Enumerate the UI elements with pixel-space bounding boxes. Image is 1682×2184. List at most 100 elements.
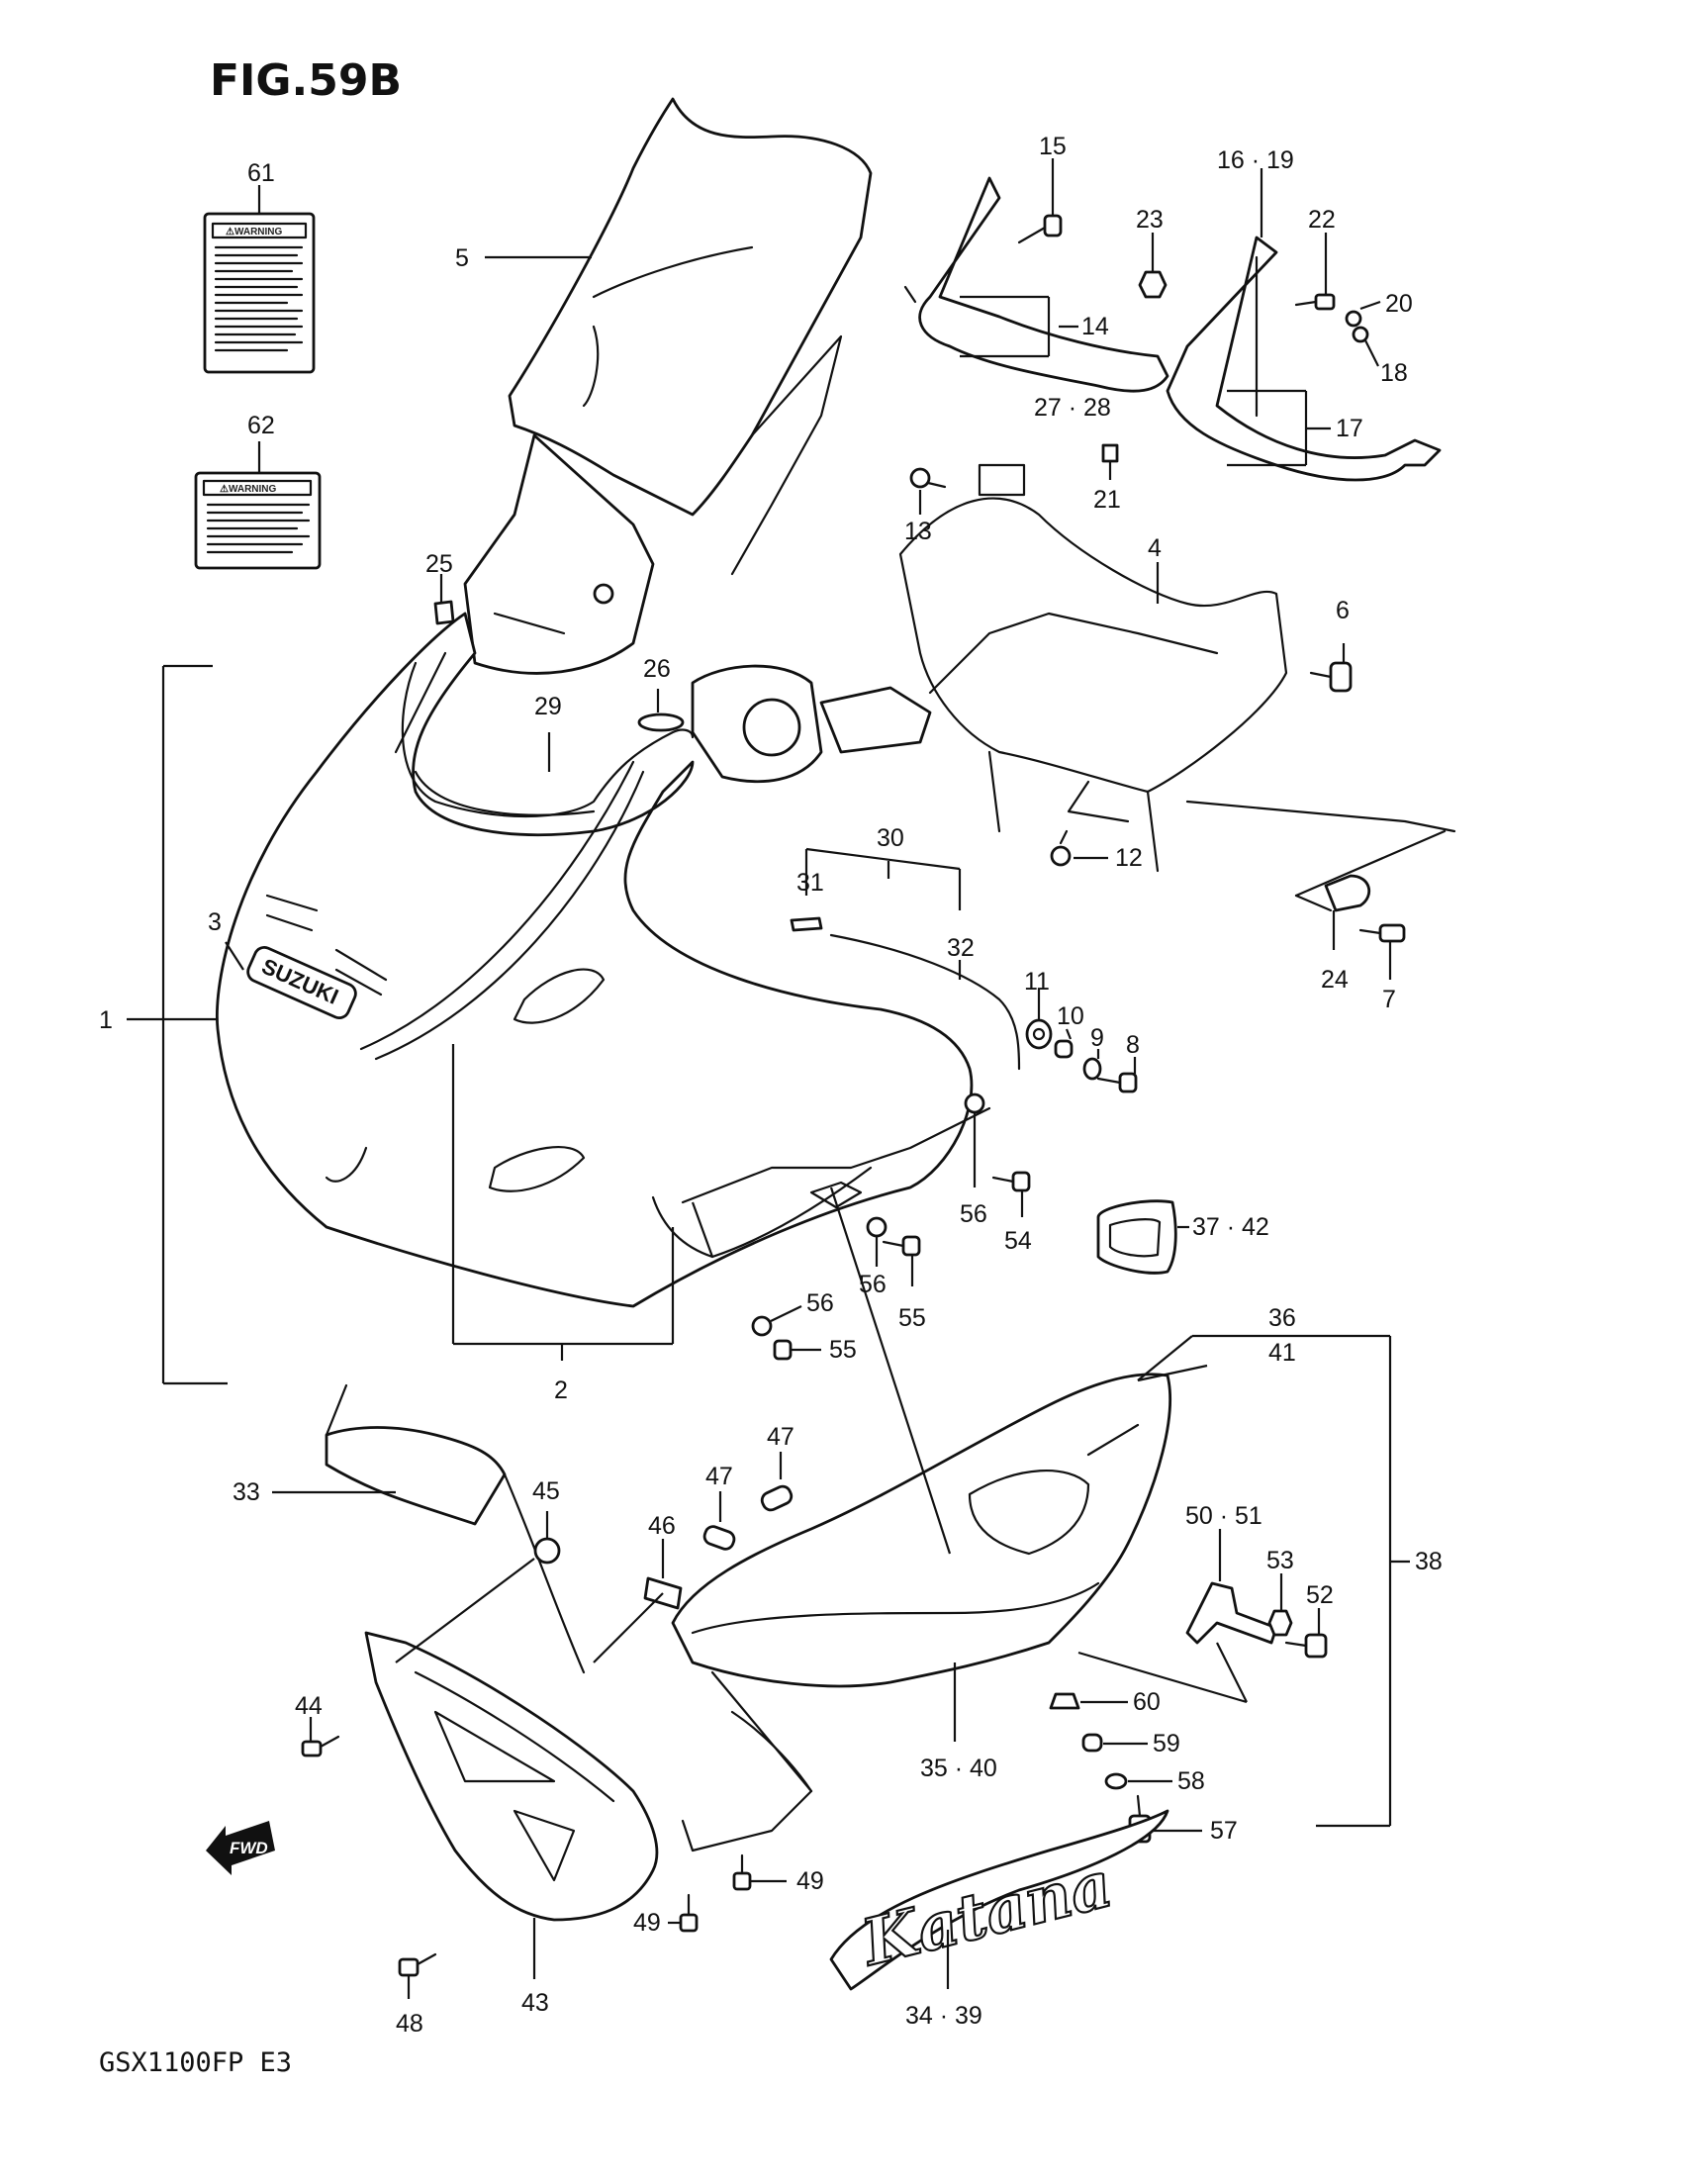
callout-34-39: 34 · 39 xyxy=(905,2002,982,2030)
bracket-24 xyxy=(1294,829,1447,912)
bolt-52 xyxy=(1284,1633,1328,1659)
bolt-6 xyxy=(1309,661,1353,693)
warning-label-62: ⚠WARNING xyxy=(194,471,322,570)
seal-32 xyxy=(829,933,1021,1071)
callout-57: 57 xyxy=(1210,1817,1238,1845)
callout-24: 24 xyxy=(1321,966,1349,994)
figure-title: FIG.59B xyxy=(210,55,402,106)
callout-36: 36 xyxy=(1268,1304,1296,1332)
callout-17: 17 xyxy=(1336,415,1363,442)
headlight-unit xyxy=(691,664,932,784)
inner-panel xyxy=(463,334,843,675)
screw-8 xyxy=(1096,1072,1138,1093)
callout-61: 61 xyxy=(247,159,275,187)
callout-6: 6 xyxy=(1336,597,1350,624)
callout-27-28: 27 · 28 xyxy=(1034,394,1111,422)
screw-55-b xyxy=(773,1339,793,1361)
callout-25: 25 xyxy=(425,550,453,578)
callout-13: 13 xyxy=(904,518,932,545)
callout-23: 23 xyxy=(1136,206,1164,234)
callout-44: 44 xyxy=(295,1692,323,1720)
callout-16-19: 16 · 19 xyxy=(1217,146,1294,174)
callout-10: 10 xyxy=(1057,1002,1084,1030)
cushion-25 xyxy=(433,600,455,625)
callout-21: 21 xyxy=(1093,486,1121,514)
callout-55-a: 55 xyxy=(898,1304,926,1332)
inner-cover xyxy=(651,1106,991,1259)
callout-32: 32 xyxy=(947,934,975,962)
callout-47-b: 47 xyxy=(767,1423,794,1451)
callout-49-a: 49 xyxy=(633,1909,661,1937)
screw-48 xyxy=(398,1952,437,1977)
washer-58 xyxy=(1104,1772,1128,1790)
leader-lines xyxy=(395,1187,1248,1704)
callout-62: 62 xyxy=(247,412,275,439)
callout-41: 41 xyxy=(1268,1339,1296,1367)
katana-logo: Katana xyxy=(854,1848,1120,1981)
under-bracket xyxy=(364,1631,659,1922)
collar-59 xyxy=(1081,1733,1103,1753)
callout-12: 12 xyxy=(1115,844,1143,872)
cushion-26 xyxy=(637,712,685,732)
nut-18 xyxy=(1352,326,1369,343)
side-panel xyxy=(325,1383,586,1674)
screw-54 xyxy=(991,1171,1031,1192)
bolt-13 xyxy=(909,467,947,489)
callout-46: 46 xyxy=(648,1512,676,1540)
callout-3: 3 xyxy=(208,908,222,936)
screw-44 xyxy=(301,1735,340,1757)
callout-59: 59 xyxy=(1153,1730,1180,1757)
callout-49-b: 49 xyxy=(796,1867,824,1895)
callout-56-a: 56 xyxy=(960,1200,987,1228)
callout-60: 60 xyxy=(1133,1688,1161,1716)
bolt-7 xyxy=(1358,923,1406,943)
bracket-50-51 xyxy=(1185,1581,1278,1645)
nut-21 xyxy=(1101,443,1119,463)
bolt-12 xyxy=(1050,829,1072,867)
callout-35-40: 35 · 40 xyxy=(920,1755,997,1782)
callout-55-b: 55 xyxy=(829,1336,857,1364)
footer-model-code: GSX1100FP E3 xyxy=(99,2047,292,2078)
air-duct xyxy=(1096,1199,1177,1275)
mount-frame xyxy=(898,463,1456,873)
windscreen xyxy=(508,97,873,517)
bolt-15 xyxy=(1017,214,1063,244)
callout-26: 26 xyxy=(643,655,671,683)
callout-38: 38 xyxy=(1415,1548,1443,1575)
callout-1: 1 xyxy=(99,1006,113,1034)
seal-31 xyxy=(790,916,823,932)
callout-33: 33 xyxy=(233,1478,260,1506)
washer-20 xyxy=(1345,310,1362,328)
callout-15: 15 xyxy=(1039,133,1067,160)
callout-4: 4 xyxy=(1148,534,1162,562)
spacer-47-a xyxy=(702,1525,736,1551)
grommet-45 xyxy=(533,1537,561,1565)
spacer-47-b xyxy=(760,1484,794,1512)
bolt-22 xyxy=(1294,293,1336,311)
upper-cowling xyxy=(216,612,974,1308)
callout-48: 48 xyxy=(396,2010,423,2038)
callout-50-51: 50 · 51 xyxy=(1185,1502,1262,1530)
lower-cowling xyxy=(671,1373,1171,1852)
callout-14: 14 xyxy=(1081,313,1109,340)
mirror-bracket-right xyxy=(1166,236,1442,482)
fwd-arrow-icon: FWD xyxy=(206,1821,275,1875)
fwd-label: FWD xyxy=(230,1839,268,1857)
callout-5: 5 xyxy=(455,244,469,272)
screw-55-a xyxy=(882,1235,921,1257)
washer-56-a xyxy=(964,1092,985,1114)
collar-10 xyxy=(1054,1039,1074,1059)
callout-31: 31 xyxy=(796,869,824,897)
callout-20: 20 xyxy=(1385,290,1413,318)
callout-2: 2 xyxy=(554,1377,568,1404)
screw-49-b xyxy=(732,1853,752,1891)
callout-45: 45 xyxy=(532,1477,560,1505)
callout-7: 7 xyxy=(1382,986,1396,1013)
callout-22: 22 xyxy=(1308,206,1336,234)
washer-9 xyxy=(1082,1057,1102,1081)
callout-53: 53 xyxy=(1266,1547,1294,1574)
nut-23 xyxy=(1138,270,1168,299)
callout-52: 52 xyxy=(1306,1581,1334,1609)
screw-49-a xyxy=(679,1893,699,1933)
callout-56-c: 56 xyxy=(806,1289,834,1317)
